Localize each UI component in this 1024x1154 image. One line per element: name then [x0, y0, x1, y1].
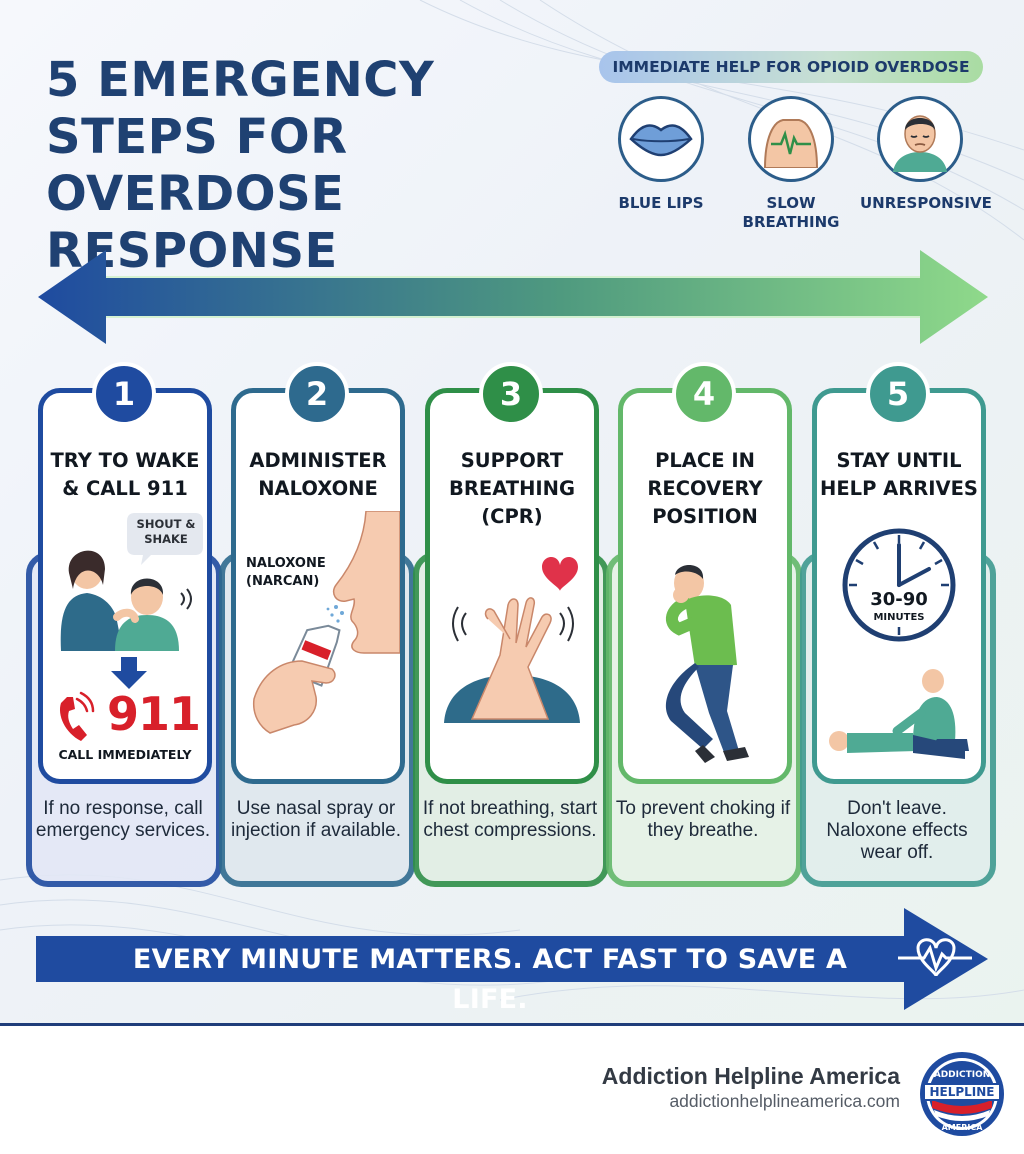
org-url-link[interactable]: addictionhelplineamerica.com [669, 1091, 900, 1111]
banner-message: EVERY MINUTE MATTERS. ACT FAST TO SAVE A… [132, 944, 848, 1015]
lips-icon [618, 96, 704, 182]
timer-unit: MINUTES [873, 612, 925, 623]
speech-bubble-text: SHOUT & SHAKE [136, 517, 196, 546]
step-card-body: SUPPORT BREATHING (CPR) [425, 388, 599, 784]
phone-icon [59, 691, 95, 741]
wake-person-illustration [59, 513, 203, 741]
step-title: TRY TO WAKE & CALL 911 [50, 449, 200, 500]
cpr-hands-illustration [444, 556, 580, 723]
step-title: SUPPORT BREATHING (CPR) [449, 449, 575, 528]
step-title: ADMINISTER NALOXONE [249, 449, 387, 500]
step-card-body: ADMINISTER NALOXONE NALOXONE (NARCAN) [231, 388, 405, 784]
step-title: STAY UNTIL HELP ARRIVES [820, 449, 978, 500]
step-number-badge: 3 [479, 362, 543, 426]
clock-and-helper-illustration [829, 528, 969, 759]
svg-text:ADDICTION: ADDICTION [934, 1070, 991, 1080]
nasal-spray-illustration [252, 511, 400, 734]
double-arrow-graphic [38, 250, 988, 344]
step-number-badge: 2 [285, 362, 349, 426]
step-card-body: STAY UNTIL HELP ARRIVES [812, 388, 986, 784]
title-line: OVERDOSE RESPONSE [46, 166, 345, 280]
symptom-unresponsive: UNRESPONSIVE [860, 96, 992, 213]
banner-arrow [36, 908, 988, 1010]
timer-value: 30-90 [870, 589, 928, 610]
symptom-label: SLOW BREATHING [742, 194, 840, 231]
step-description: To prevent choking if they breathe. [615, 798, 791, 841]
symptom-blue-lips: BLUE LIPS [601, 96, 721, 213]
symptom-label: BLUE LIPS [618, 194, 704, 212]
org-name: Addiction Helpline America [601, 1063, 900, 1089]
clock-icon [842, 528, 956, 642]
step-number-badge: 5 [866, 362, 930, 426]
step-description: Don't leave. Naloxone effects wear off. [826, 798, 968, 863]
footer-divider [0, 1023, 1024, 1026]
svg-text:AMERICA: AMERICA [942, 1123, 984, 1132]
emergency-number: 911 [107, 687, 201, 741]
step-description: If not breathing, start chest compressio… [422, 798, 598, 841]
page-title: 5 EMERGENCY STEPS FOR OVERDOSE RESPONSE [46, 52, 606, 280]
call-label: CALL IMMEDIATELY [58, 747, 192, 762]
step-description: If no response, call emergency services. [35, 798, 211, 841]
title-line: 5 EMERGENCY [46, 52, 435, 108]
title-line: STEPS FOR [46, 109, 348, 166]
step-title: PLACE IN RECOVERY POSITION [647, 449, 763, 528]
step-description: Use nasal spray or injection if availabl… [230, 798, 402, 841]
svg-text:HELPLINE: HELPLINE [929, 1085, 994, 1099]
header-pill: IMMEDIATE HELP FOR OPIOID OVERDOSE [599, 51, 983, 83]
product-label: NALOXONE (NARCAN) [246, 556, 326, 589]
torso-ecg-icon [748, 96, 834, 182]
step-card-body: TRY TO WAKE & CALL 911 SHOUT & SHAKE 911 [38, 388, 212, 784]
step-number-badge: 4 [672, 362, 736, 426]
symptom-slow-breathing: SLOW BREATHING [731, 96, 851, 232]
heartbeat-icon [898, 938, 972, 977]
footer [0, 1026, 1024, 1154]
recovery-position-illustration [665, 564, 749, 763]
heart-icon [542, 556, 578, 591]
unconscious-face-icon [877, 96, 963, 182]
step-number-badge: 1 [92, 362, 156, 426]
symptom-label: UNRESPONSIVE [860, 194, 992, 212]
step-card-body: PLACE IN RECOVERY POSITION [618, 388, 792, 784]
helpline-seal-logo: HELPLINE ADDICTION AMERICA [920, 1052, 1004, 1136]
